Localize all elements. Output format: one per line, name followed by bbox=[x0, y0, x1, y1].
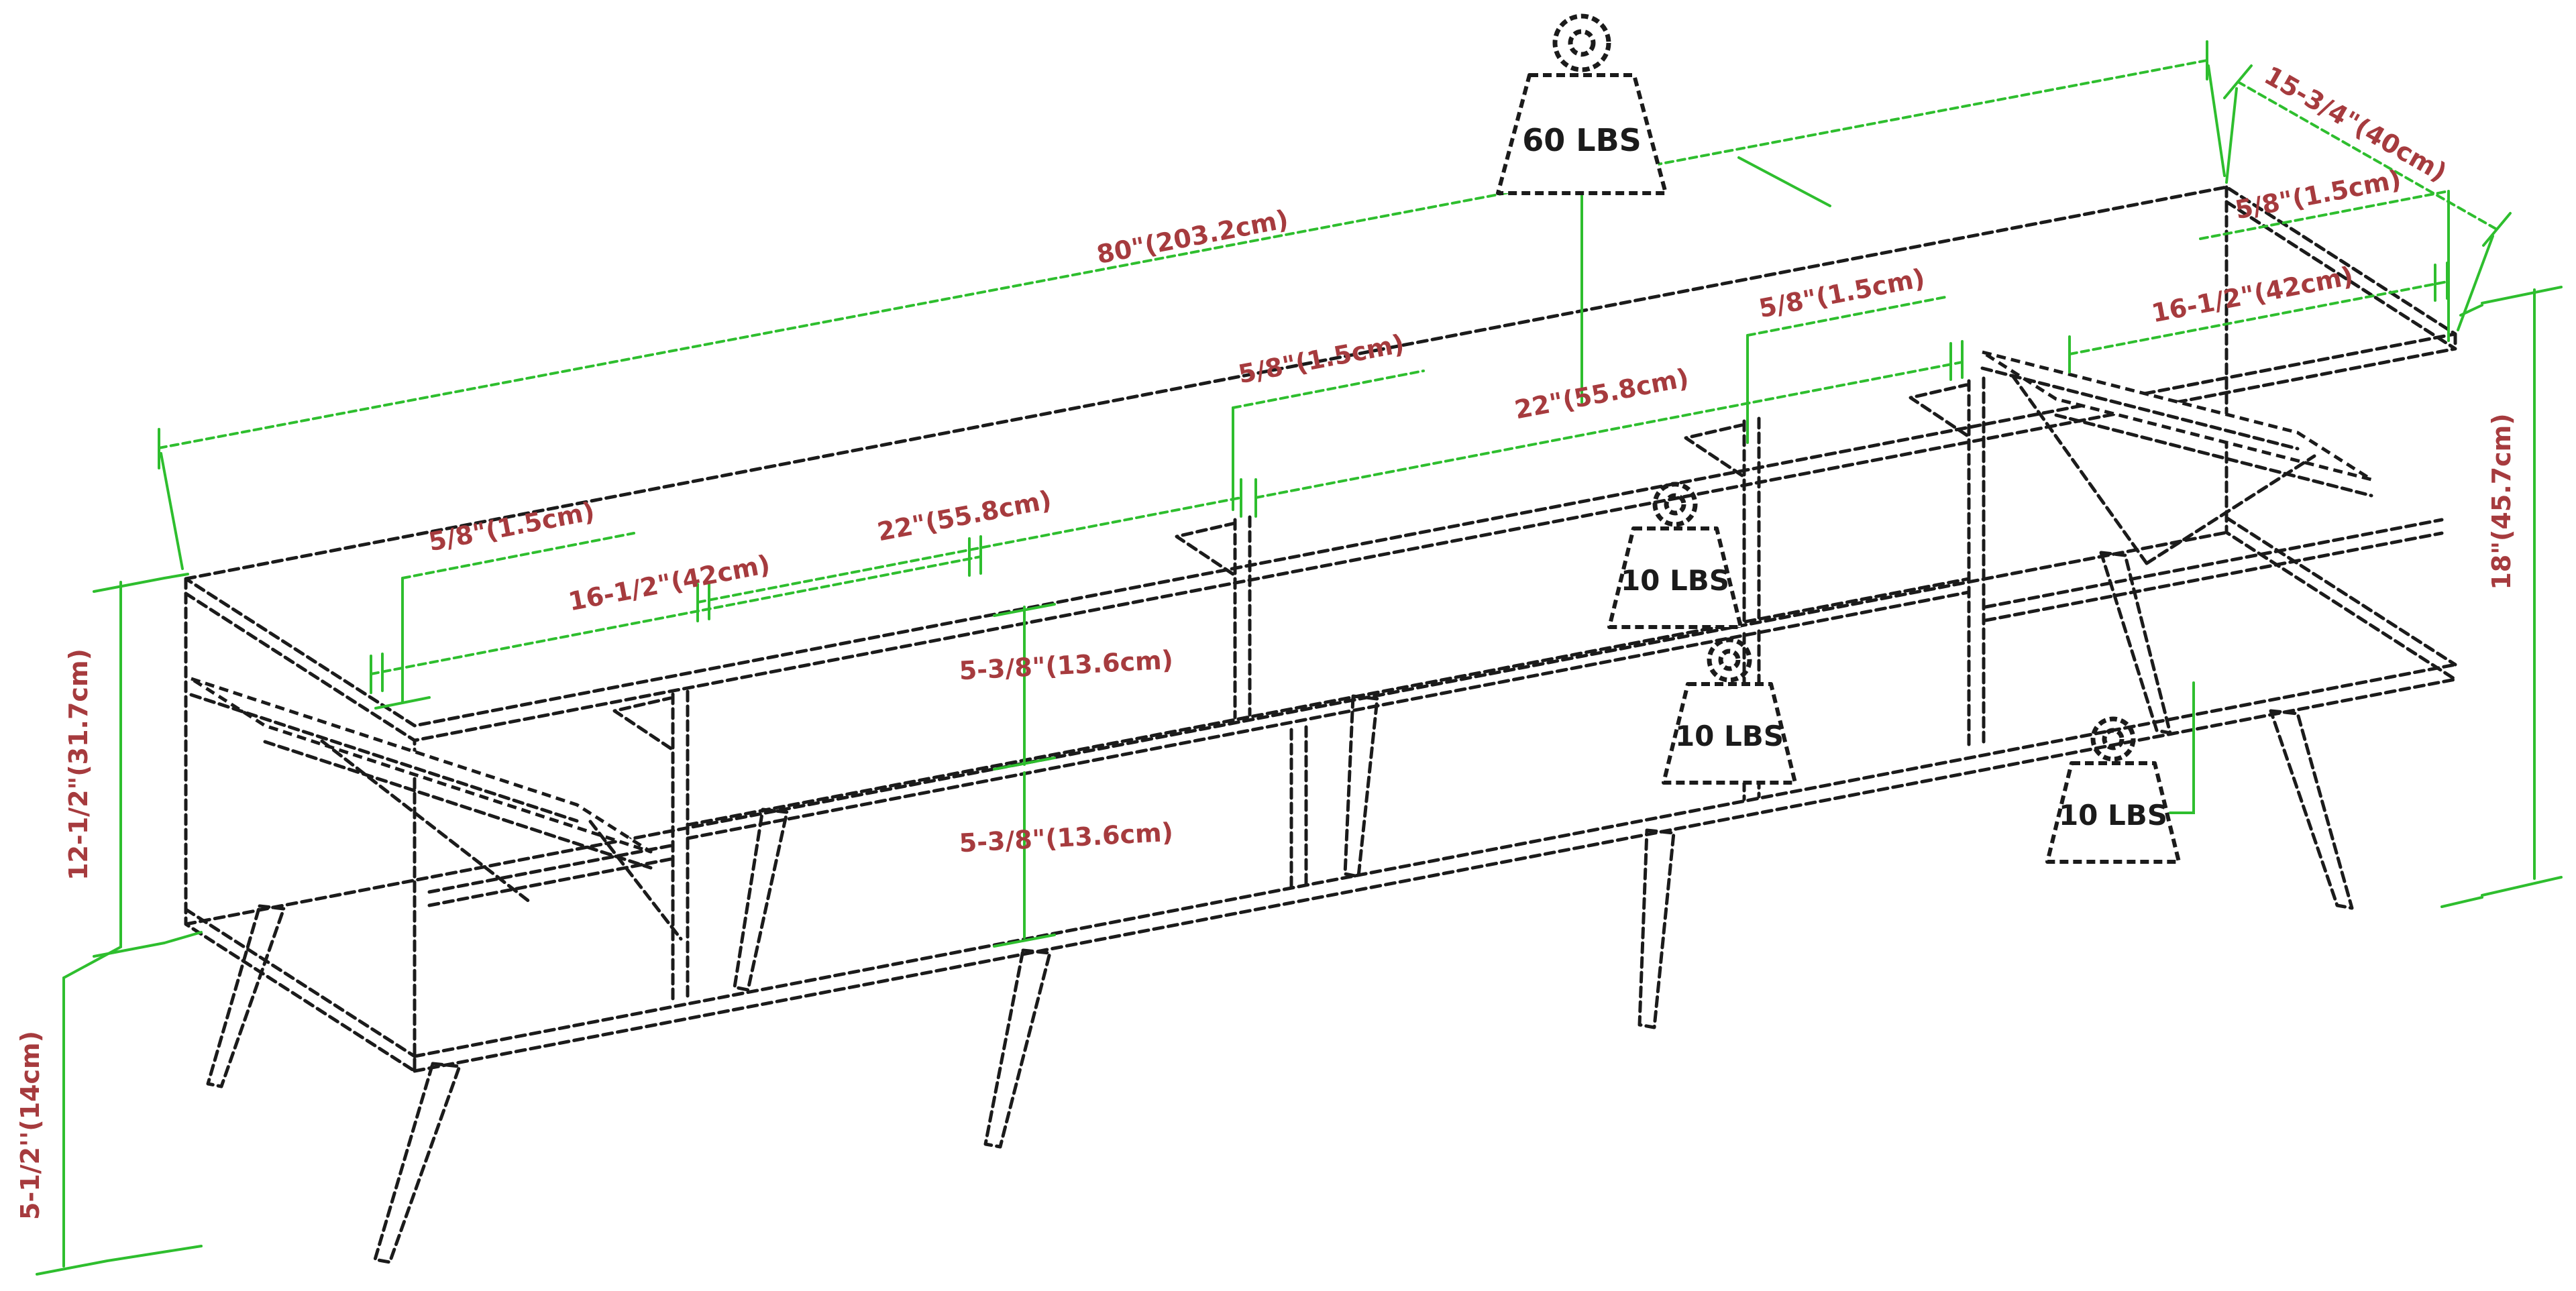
weight-ring-inner bbox=[1664, 493, 1686, 516]
ticks-opening-right bbox=[1254, 340, 1964, 518]
dimension-lines bbox=[36, 40, 2563, 1276]
leg-back-3 bbox=[1343, 694, 1379, 879]
ticks-total-height bbox=[2440, 286, 2563, 908]
left-drawer-support-arms bbox=[320, 739, 683, 941]
leg-back-2 bbox=[733, 807, 789, 992]
label-thickness-left: 5/8"(1.5cm) bbox=[426, 496, 597, 557]
weight-ring-outer bbox=[1707, 637, 1752, 683]
ticks-top-depth bbox=[2223, 64, 2512, 331]
ticks-cabinet-height bbox=[93, 573, 203, 958]
leader-weight-right-cabinet bbox=[2169, 681, 2195, 814]
label-shelf-lower: 5-3/8"(13.6cm) bbox=[959, 818, 1174, 858]
weight-ring-outer bbox=[2090, 716, 2136, 762]
weight-ring-inner bbox=[1718, 649, 1741, 671]
right-drawer-front-open bbox=[1980, 350, 2373, 482]
label-opening-left: 22"(55.8cm) bbox=[875, 485, 1054, 547]
weight-label-right-cabinet: 10 LBS bbox=[2059, 799, 2167, 832]
ticks-leg-height bbox=[36, 1245, 203, 1276]
weight-10lbs-right-cabinet-icon: 10 LBS bbox=[2045, 716, 2181, 864]
middle-shelf bbox=[686, 577, 1971, 840]
weight-ring-inner bbox=[1568, 29, 1596, 57]
dim-line-drawer-left bbox=[370, 555, 982, 675]
leg-front-1 bbox=[373, 1062, 462, 1264]
weight-label-upper-shelf: 10 LBS bbox=[1621, 564, 1729, 597]
weight-10lbs-lower-shelf-icon: 10 LBS bbox=[1662, 637, 1797, 785]
leg-back-4 bbox=[2099, 551, 2172, 735]
carcass bbox=[184, 200, 2457, 1073]
dim-line-top-depth bbox=[2237, 80, 2498, 231]
right-divider-upper bbox=[1684, 416, 1761, 622]
right-drawer-front-thickness bbox=[1980, 366, 2373, 498]
dim-line-opening-right bbox=[1254, 361, 1964, 499]
left-drawer-front-open bbox=[189, 677, 653, 854]
top-surface bbox=[184, 185, 2457, 742]
weight-label-lower-shelf: 10 LBS bbox=[1675, 720, 1784, 752]
dim-line-overall-width bbox=[158, 59, 2208, 449]
legs bbox=[206, 551, 2354, 1264]
ticks-opening-left bbox=[696, 478, 1242, 622]
leg-front-2 bbox=[983, 948, 1052, 1149]
label-top-depth: 15-3/4"(40cm) bbox=[2259, 60, 2452, 187]
right-cabinet-wall bbox=[1909, 376, 1986, 746]
leg-front-4 bbox=[2269, 709, 2354, 910]
label-total-height: 18"(45.7cm) bbox=[2487, 413, 2516, 590]
dim-line-drawer-right bbox=[2068, 280, 2449, 355]
center-divider-upper bbox=[1175, 515, 1252, 720]
dim-underline-thickness-center bbox=[1232, 370, 1425, 409]
furniture-outline bbox=[184, 185, 2457, 1264]
weight-ring-inner bbox=[2102, 728, 2125, 750]
left-drawer-front-thickness bbox=[189, 693, 653, 870]
weight-60lbs-icon: 60 LBS bbox=[1496, 13, 1668, 195]
weight-body bbox=[2045, 761, 2181, 864]
label-cabinet-height: 12-1/2"(31.7cm) bbox=[64, 649, 93, 881]
weight-ring-outer bbox=[1652, 482, 1698, 527]
ticks-overall-width bbox=[158, 40, 2226, 570]
right-drawer-support-arms bbox=[2010, 374, 2316, 565]
dim-underline-thickness-right bbox=[1746, 295, 1950, 337]
ticks-drawer-left bbox=[370, 535, 982, 710]
left-cabinet-shelf bbox=[427, 844, 673, 907]
weight-body bbox=[1662, 682, 1797, 785]
leader-extension-top bbox=[1737, 156, 1831, 207]
right-cabinet-shelf bbox=[1984, 518, 2444, 622]
ticks-drawer-right bbox=[2068, 262, 2449, 374]
center-divider-lower bbox=[1289, 725, 1308, 889]
weight-body bbox=[1607, 526, 1743, 629]
label-drawer-front-left: 16-1/2"(42cm) bbox=[566, 549, 773, 616]
dimension-labels: 80"(203.2cm) 15-3/4"(40cm) 5/8"(1.5cm) 1… bbox=[15, 60, 2516, 1220]
label-opening-right: 22"(55.8cm) bbox=[1512, 363, 1691, 425]
label-overall-width: 80"(203.2cm) bbox=[1094, 204, 1291, 270]
label-leg-height: 5-1/2''(14cm) bbox=[15, 1031, 45, 1220]
dim-underline-thickness-top-right bbox=[2199, 190, 2450, 240]
weight-body bbox=[1496, 73, 1668, 195]
leg-back-1 bbox=[206, 904, 286, 1088]
leg-front-3 bbox=[1638, 828, 1676, 1029]
weight-10lbs-upper-shelf-icon: 10 LBS bbox=[1607, 482, 1743, 629]
left-cabinet-wall bbox=[612, 689, 690, 1006]
dim-underline-thickness-left bbox=[401, 532, 635, 579]
weight-ring-outer bbox=[1552, 13, 1611, 72]
weight-label-top: 60 LBS bbox=[1522, 122, 1642, 158]
ticks-shelf-heights bbox=[993, 603, 1056, 948]
label-shelf-upper: 5-3/8"(13.6cm) bbox=[959, 645, 1174, 686]
weights: 60 LBS 10 LBS 10 LBS 10 LBS bbox=[1496, 13, 2181, 864]
